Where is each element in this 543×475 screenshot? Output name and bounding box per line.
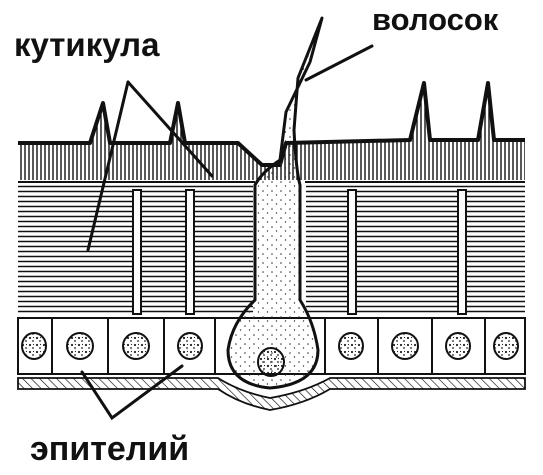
cell-nucleus xyxy=(178,333,202,359)
cell-nucleus xyxy=(22,333,46,359)
epithelium-label: эпителий xyxy=(30,432,189,466)
cell-nucleus xyxy=(392,333,418,359)
cell-nucleus xyxy=(494,333,518,359)
cell-nucleus xyxy=(123,333,149,359)
cell-nucleus xyxy=(446,333,470,359)
cell-nucleus xyxy=(67,333,93,359)
trichogen-nucleus xyxy=(258,348,284,376)
hair-label: волосок xyxy=(372,4,498,35)
cuticle-label: кутикула xyxy=(14,28,159,61)
cell-nucleus xyxy=(339,333,363,359)
